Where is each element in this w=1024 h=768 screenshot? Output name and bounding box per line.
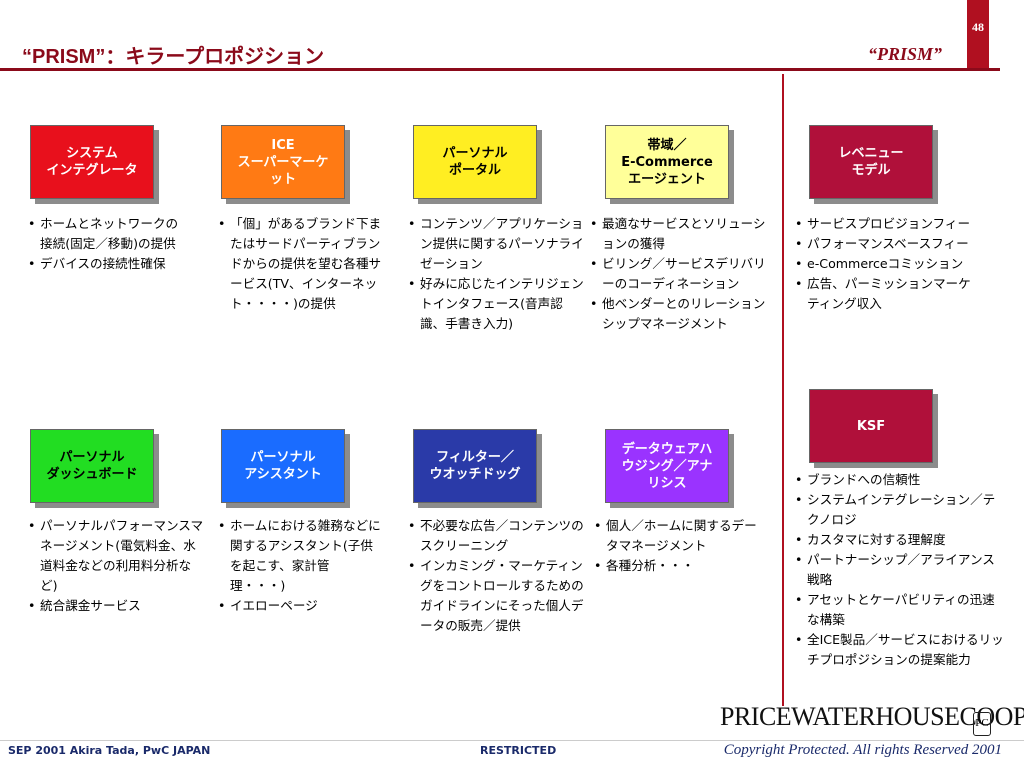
list-item: サービスプロビジョンフィー <box>795 214 975 234</box>
list-item: イエローページ <box>218 596 384 616</box>
column-divider <box>782 74 784 706</box>
slide-title-right: “PRISM” <box>867 44 942 64</box>
list-data-warehousing: 個人／ホームに関するデータマネージメント各種分析・・・ <box>594 516 760 576</box>
list-item: パフォーマンスベースフィー <box>795 234 975 254</box>
list-item: 好みに応じたインテリジェントインタフェース(音声認識、手書き入力) <box>408 274 584 334</box>
list-item: 統合課金サービス <box>28 596 208 616</box>
list-ice-supermarket: 「個」があるブランド下またはサードパーティブランドからの提供を望む各種サービス(… <box>218 214 390 314</box>
footer-rule <box>0 740 1024 741</box>
footer-copyright: Copyright Protected. All rights Reserved… <box>723 742 1002 758</box>
list-item: ホームとネットワークの接続(固定／移動)の提供 <box>28 214 190 254</box>
footer-classification: RESTRICTED <box>480 744 557 757</box>
box-personal-dashboard: パーソナル ダッシュボード <box>30 429 154 503</box>
box-personal-portal: パーソナル ポータル <box>413 125 537 199</box>
list-item: e-Commerceコミッション <box>795 254 975 274</box>
list-item: 他ベンダーとのリレーションシップマネージメント <box>590 294 768 334</box>
box-personal-assistant: パーソナル アシスタント <box>221 429 345 503</box>
slide-title: “PRISM”：キラープロポジション <box>22 46 325 68</box>
list-personal-dashboard: パーソナルパフォーマンスマネージメント(電気料金、水道料金などの利用料分析など)… <box>28 516 208 616</box>
list-item: ブランドへの信頼性 <box>795 470 1005 490</box>
list-item: 全ICE製品／サービスにおけるリッチプロポジションの提案能力 <box>795 630 1005 670</box>
box-revenue-model: レベニュー モデル <box>809 125 933 199</box>
title-underline <box>0 68 1000 71</box>
list-item: アセットとケーパビリティの迅速な構築 <box>795 590 1005 630</box>
list-item: 広告、パーミッションマーケティング収入 <box>795 274 975 314</box>
list-item: デバイスの接続性確保 <box>28 254 190 274</box>
box-bandwidth-ecommerce-agent: 帯域／ E-Commerce エージェント <box>605 125 729 199</box>
list-item: システムインテグレーション／テクノロジ <box>795 490 1005 530</box>
pwc-logo-mark: PC <box>973 712 991 736</box>
list-item: パートナーシップ／アライアンス戦略 <box>795 550 1005 590</box>
list-item: パーソナルパフォーマンスマネージメント(電気料金、水道料金などの利用料分析など) <box>28 516 208 596</box>
list-item: ビリング／サービスデリバリーのコーディネーション <box>590 254 768 294</box>
box-filter-watchdog: フィルター／ ウオッチドッグ <box>413 429 537 503</box>
box-ksf: KSF <box>809 389 933 463</box>
list-system-integrator: ホームとネットワークの接続(固定／移動)の提供デバイスの接続性確保 <box>28 214 190 274</box>
box-data-warehousing: データウェアハ ウジング／アナ リシス <box>605 429 729 503</box>
list-item: カスタマに対する理解度 <box>795 530 1005 550</box>
list-item: 各種分析・・・ <box>594 556 760 576</box>
list-personal-portal: コンテンツ／アプリケーション提供に関するパーソナライゼーション好みに応じたインテ… <box>408 214 584 334</box>
page-number: 48 <box>967 0 989 70</box>
list-item: 個人／ホームに関するデータマネージメント <box>594 516 760 556</box>
list-bandwidth-agent: 最適なサービスとソリューションの獲得ビリング／サービスデリバリーのコーディネーシ… <box>590 214 768 334</box>
box-system-integrator: システム インテグレータ <box>30 125 154 199</box>
list-item: コンテンツ／アプリケーション提供に関するパーソナライゼーション <box>408 214 584 274</box>
list-revenue-model: サービスプロビジョンフィーパフォーマンスベースフィーe-Commerceコミッシ… <box>795 214 975 314</box>
list-personal-assistant: ホームにおける雑務などに関するアシスタント(子供を起こす、家計管理・・・)イエロ… <box>218 516 384 616</box>
footer-author: SEP 2001 Akira Tada, PwC JAPAN <box>8 744 211 757</box>
list-item: 不必要な広告／コンテンツのスクリーニング <box>408 516 588 556</box>
list-item: 「個」があるブランド下またはサードパーティブランドからの提供を望む各種サービス(… <box>218 214 390 314</box>
list-item: 最適なサービスとソリューションの獲得 <box>590 214 768 254</box>
box-ice-supermarket: ICE スーパーマーケ ット <box>221 125 345 199</box>
list-item: インカミング・マーケティングをコントロールするためのガイドラインにそった個人デー… <box>408 556 588 636</box>
list-ksf: ブランドへの信頼性システムインテグレーション／テクノロジカスタマに対する理解度パ… <box>795 470 1005 670</box>
list-item: ホームにおける雑務などに関するアシスタント(子供を起こす、家計管理・・・) <box>218 516 384 596</box>
list-filter-watchdog: 不必要な広告／コンテンツのスクリーニングインカミング・マーケティングをコントロー… <box>408 516 588 636</box>
